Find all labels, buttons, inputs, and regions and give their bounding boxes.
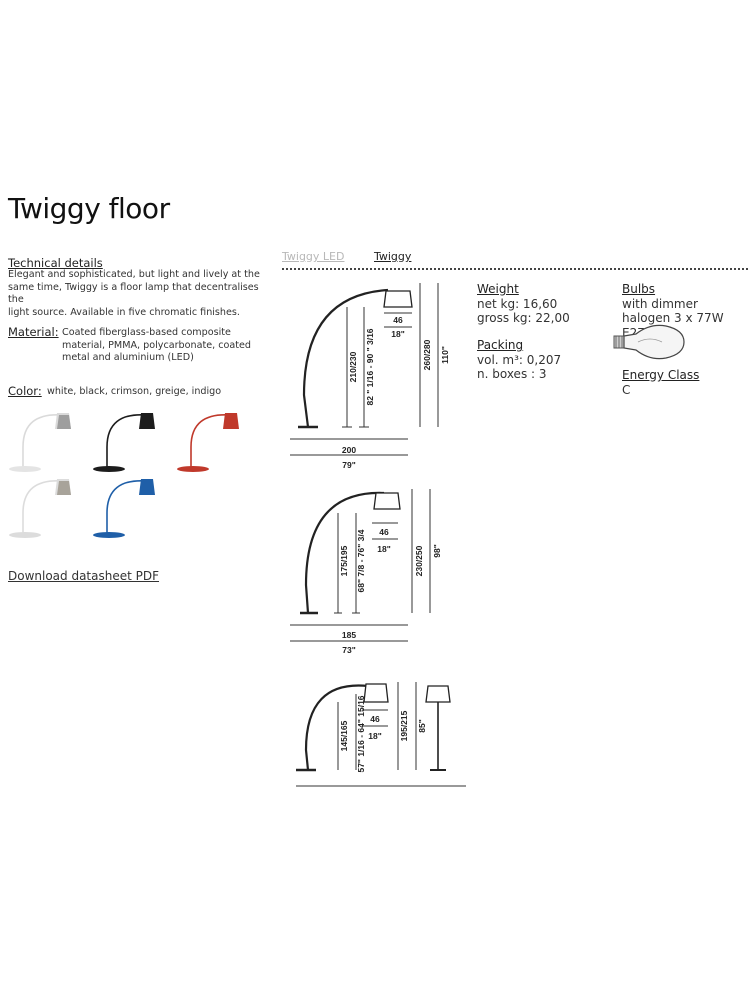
energy-heading: Energy Class xyxy=(622,368,700,382)
packing-volume: vol. m³: 0,207 xyxy=(477,352,562,367)
weight-heading: Weight xyxy=(477,282,519,296)
total-height-in: 98" xyxy=(432,544,442,558)
bulbs-heading: Bulbs xyxy=(622,282,656,296)
tab-twiggy-led[interactable]: Twiggy LED xyxy=(282,250,345,263)
reach-cm: 200 xyxy=(342,445,356,455)
height-in: 57" 1/16 - 64" 15/16 xyxy=(356,695,366,772)
total-height-cm: 230/250 xyxy=(414,545,424,576)
tabs-divider xyxy=(282,268,748,270)
download-datasheet-link[interactable]: Download datasheet PDF xyxy=(8,569,160,583)
total-height-cm: 195/215 xyxy=(399,710,409,741)
drawing-config-2: 46 18" 175/195 68" 7/8 - 76" 3/4 230/250… xyxy=(290,489,442,655)
swatch-crimson[interactable] xyxy=(177,412,240,472)
energy-block: Energy Class C xyxy=(622,368,699,397)
material-label: Material: xyxy=(8,325,59,339)
color-swatches xyxy=(9,412,240,538)
shade-width-in: 18" xyxy=(377,544,391,554)
lamp-stem xyxy=(304,684,369,771)
height-cm: 210/230 xyxy=(348,351,358,382)
color-label: Color: xyxy=(8,384,42,398)
lamp-shade xyxy=(383,290,413,308)
side-view-shade xyxy=(425,685,451,703)
page-title: Twiggy floor xyxy=(8,192,170,225)
technical-line: same time, Twiggy is a floor lamp that d… xyxy=(8,281,259,306)
shade-width-in: 18" xyxy=(368,731,382,741)
height-cm: 145/165 xyxy=(339,720,349,751)
swatch-black[interactable] xyxy=(93,412,156,472)
weight-net: net kg: 16,60 xyxy=(477,296,558,311)
weight-block: Weight net kg: 16,60 gross kg: 22,00 xyxy=(477,282,570,326)
energy-class: C xyxy=(622,382,631,397)
shade-width-cm: 46 xyxy=(393,315,403,325)
total-height-cm: 260/280 xyxy=(422,339,432,370)
color-value: white, black, crimson, greige, indigo xyxy=(47,386,222,397)
height-cm: 175/195 xyxy=(339,545,349,576)
material-line: metal and aluminium (LED) xyxy=(62,352,194,363)
lamp-shade xyxy=(363,683,389,703)
height-in: 68" 7/8 - 76" 3/4 xyxy=(356,529,366,592)
variant-tabs: Twiggy LED Twiggy xyxy=(282,250,437,263)
technical-description: Elegant and sophisticated, but light and… xyxy=(8,269,270,319)
bulb-icon xyxy=(613,324,685,360)
bulbs-dimmer: with dimmer xyxy=(622,296,698,311)
weight-gross: gross kg: 22,00 xyxy=(477,311,570,325)
swatch-indigo[interactable] xyxy=(93,478,156,538)
lamp-stem xyxy=(304,491,385,614)
technical-line: light source. Available in five chromati… xyxy=(8,306,240,318)
reach-cm: 185 xyxy=(342,630,356,640)
drawing-config-3: 46 18" 145/165 57" 1/16 - 64" 15/16 195/… xyxy=(296,682,466,787)
bulbs-block: Bulbs with dimmer halogen 3 x 77W E27 xyxy=(622,282,750,340)
swatch-white[interactable] xyxy=(9,412,72,472)
technical-line: Elegant and sophisticated, but light and… xyxy=(8,269,260,280)
total-height-in: 85" xyxy=(417,719,427,733)
drawing-config-1: 46 18" 210/230 82 " 1/16 - 90 " 3/16 260… xyxy=(290,283,450,470)
tab-twiggy[interactable]: Twiggy xyxy=(373,250,412,263)
shade-width-in: 18" xyxy=(391,329,405,339)
shade-width-cm: 46 xyxy=(379,527,389,537)
height-in: 82 " 1/16 - 90 " 3/16 xyxy=(365,328,375,405)
swatch-greige[interactable] xyxy=(9,478,72,538)
shade-width-cm: 46 xyxy=(370,714,380,724)
packing-heading: Packing xyxy=(477,338,524,352)
reach-in: 73" xyxy=(342,645,356,655)
technical-details-heading: Technical details xyxy=(8,256,103,270)
reach-in: 79" xyxy=(342,460,356,470)
material-line: Coated fiberglass-based composite xyxy=(62,327,231,338)
lamp-shade xyxy=(373,492,401,510)
total-height-in: 110" xyxy=(440,346,450,364)
material-value: Coated fiberglass-based composite materi… xyxy=(62,327,272,365)
packing-block: Packing vol. m³: 0,207 n. boxes : 3 xyxy=(477,338,561,382)
packing-boxes: n. boxes : 3 xyxy=(477,367,547,381)
lamp-stem xyxy=(302,288,389,428)
material-line: material, PMMA, polycarbonate, coated xyxy=(62,339,252,351)
